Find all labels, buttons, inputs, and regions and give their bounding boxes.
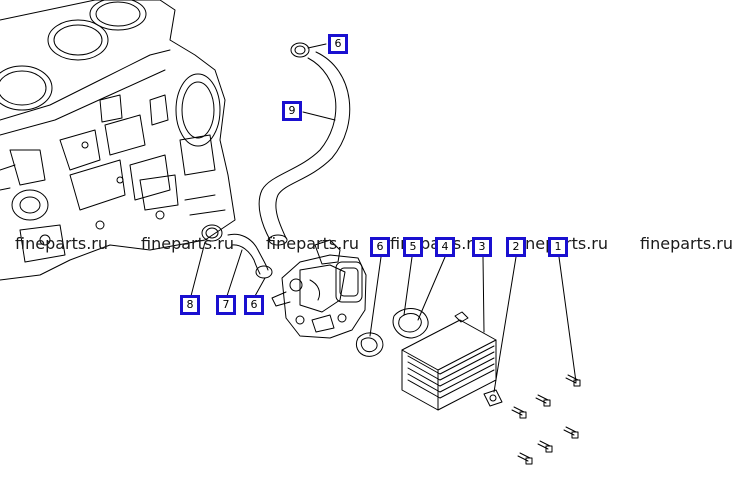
- watermark-text: fineparts.ru: [15, 234, 109, 253]
- callout-part-6-gasket[interactable]: 6: [370, 237, 390, 257]
- callout-part-6-clamp[interactable]: 6: [328, 34, 348, 54]
- engine-block: [0, 0, 236, 281]
- callout-part-7[interactable]: 7: [216, 295, 236, 315]
- watermark-text: fineparts.ru: [640, 234, 734, 253]
- callout-part-4[interactable]: 4: [435, 237, 455, 257]
- oil-cooler: [401, 311, 497, 411]
- callout-part-3[interactable]: 3: [472, 237, 492, 257]
- callout-part-6-lower[interactable]: 6: [244, 295, 264, 315]
- callout-part-8[interactable]: 8: [180, 295, 200, 315]
- callout-part-9-hose[interactable]: 9: [282, 101, 302, 121]
- callout-part-1[interactable]: 1: [548, 237, 568, 257]
- watermark-text: fineparts.ru: [266, 234, 360, 253]
- callout-part-2[interactable]: 2: [506, 237, 526, 257]
- filter-housing: [271, 239, 367, 339]
- watermark-text: fineparts.ru: [141, 234, 235, 253]
- bolts: [511, 374, 581, 465]
- callout-part-5[interactable]: 5: [403, 237, 423, 257]
